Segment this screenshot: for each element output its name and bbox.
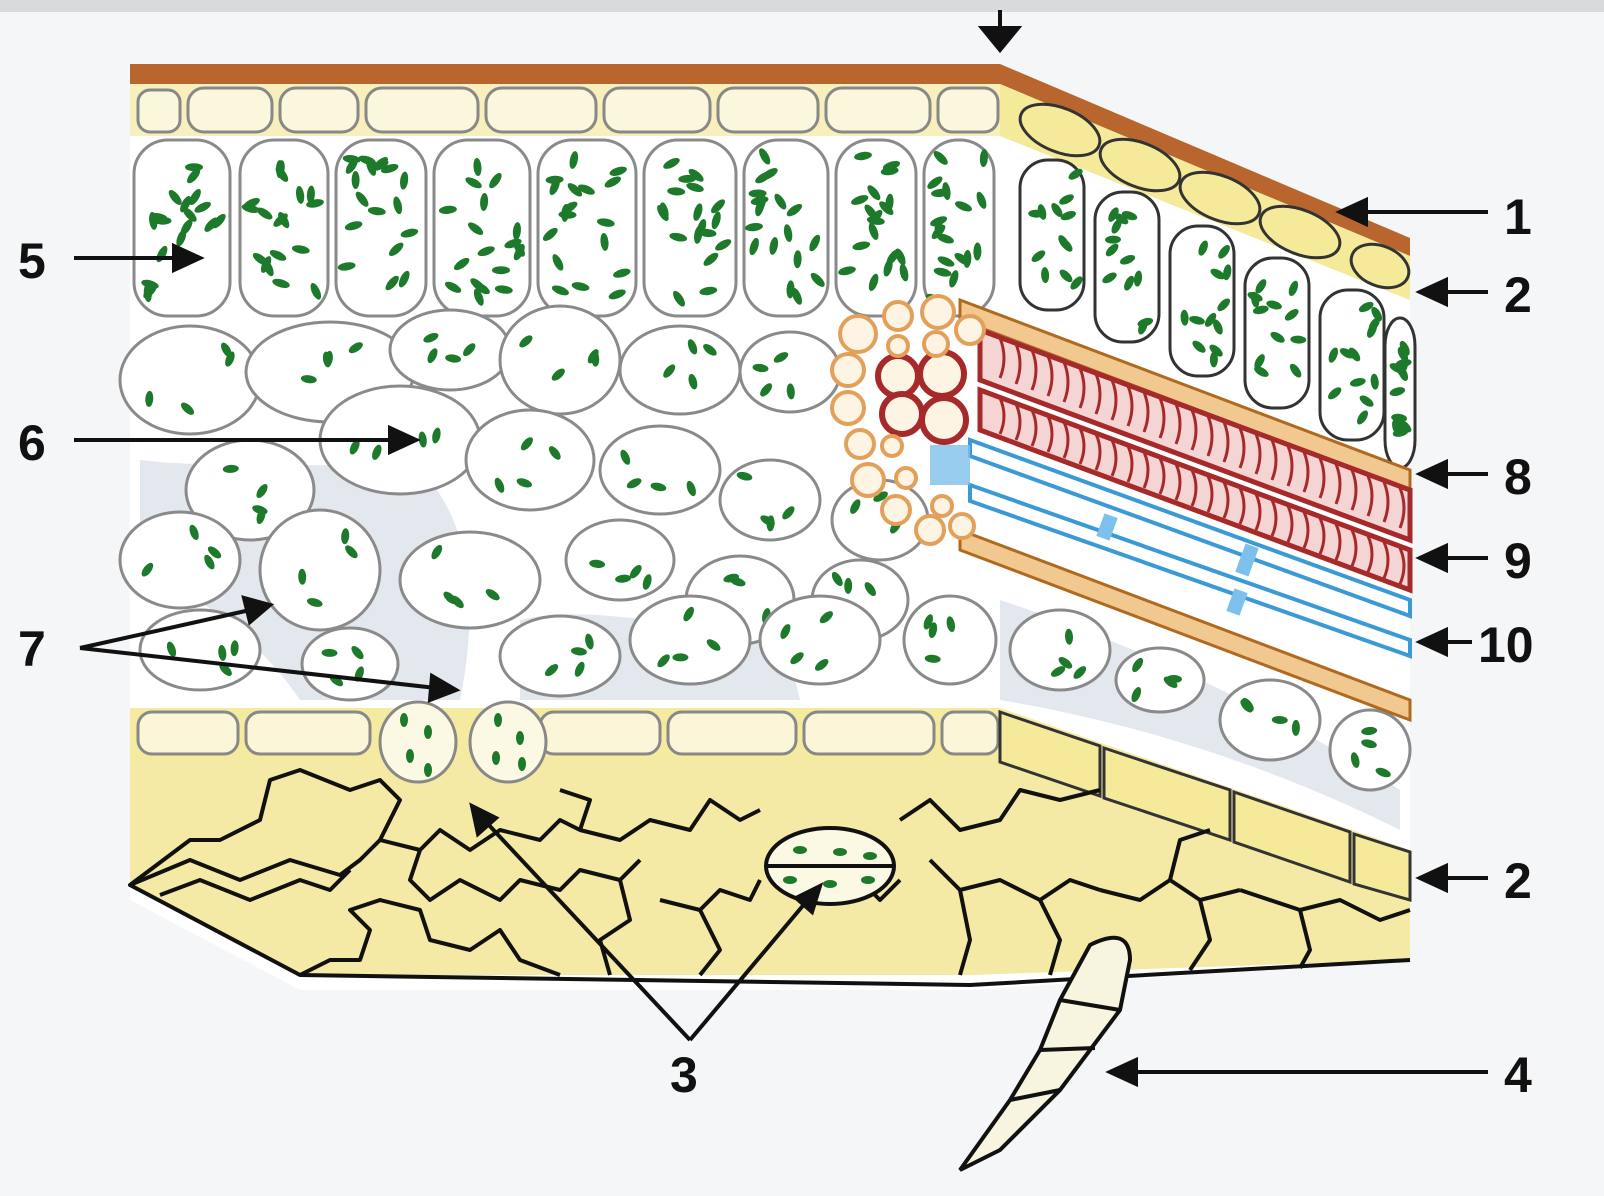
palisade-cell [836, 140, 916, 316]
spongy-cell [390, 310, 510, 390]
xylem-vessel-cross [878, 356, 918, 396]
spongy-cell [400, 532, 540, 628]
sheath-cell-cross [956, 316, 984, 344]
spongy-cell [120, 326, 260, 434]
label-8: 8 [1504, 452, 1532, 502]
spongy-cell [302, 628, 398, 700]
palisade-cell [744, 140, 828, 316]
sheath-cell-cross [950, 514, 974, 538]
palisade-cell [1095, 192, 1159, 342]
xylem-vessel-cross [920, 352, 964, 396]
label-10: 10 [1478, 620, 1534, 670]
sheath-cell-cross [922, 296, 954, 328]
spongy-cell [260, 510, 380, 630]
palisade-cell [336, 140, 426, 316]
palisade-cell [1385, 318, 1415, 468]
label-7: 7 [18, 624, 46, 674]
sheath-cell-cross [882, 496, 910, 524]
label-1: 1 [1504, 192, 1532, 242]
spongy-cell [500, 616, 620, 696]
spongy-cell [1010, 610, 1110, 690]
spongy-cell [1330, 710, 1410, 790]
palisade-cell [434, 140, 530, 316]
sheath-cell-cross [884, 302, 912, 330]
spongy-cell [600, 426, 720, 514]
sheath-cell-cross [896, 468, 916, 488]
spongy-cell [630, 596, 750, 684]
top-border-strip [0, 0, 1604, 12]
spongy-cell [466, 410, 594, 510]
label-4: 4 [1504, 1050, 1532, 1100]
label-3: 3 [670, 1050, 698, 1100]
upper-epidermis-cells [138, 88, 998, 132]
label-5: 5 [18, 236, 46, 286]
palisade-cell [1020, 160, 1085, 310]
sheath-cell-cross [832, 392, 864, 424]
sheath-cell-cross [888, 336, 908, 356]
label-9: 9 [1504, 536, 1532, 586]
label-6: 6 [18, 418, 46, 468]
spongy-cell [620, 326, 740, 414]
spongy-cell [1116, 648, 1204, 712]
palisade-cell [924, 140, 994, 316]
xylem-vessel-cross [882, 394, 922, 434]
spongy-cell [500, 306, 620, 414]
spongy-cell [1220, 680, 1320, 760]
palisade-cell [134, 140, 230, 316]
xylem-vessel-cross [922, 398, 966, 442]
palisade-cell [1245, 258, 1309, 408]
sheath-cell-cross [840, 316, 876, 352]
spongy-cell [740, 332, 840, 412]
spongy-cell [720, 460, 820, 540]
label-2-lower: 2 [1504, 856, 1532, 906]
palisade-cell [644, 140, 736, 316]
palisade-cell [1170, 226, 1234, 376]
sheath-cell-cross [882, 436, 902, 456]
lower-epidermis-cells [138, 712, 998, 754]
spongy-cell [760, 596, 880, 684]
sheath-cell-cross [846, 430, 874, 458]
spongy-cell [566, 520, 674, 600]
sheath-cell-cross [932, 496, 952, 516]
spongy-cell [904, 596, 996, 684]
palisade-cell [240, 140, 328, 316]
palisade-cell [1320, 290, 1384, 440]
stoma-surface-view [766, 828, 894, 904]
sheath-cell-cross [832, 354, 864, 386]
sheath-cell-cross [916, 516, 944, 544]
sheath-cell-cross [924, 332, 948, 356]
sheath-cell-cross [852, 464, 884, 496]
label-2-upper: 2 [1504, 270, 1532, 320]
palisade-cell [538, 140, 636, 316]
spongy-cell [120, 512, 240, 608]
